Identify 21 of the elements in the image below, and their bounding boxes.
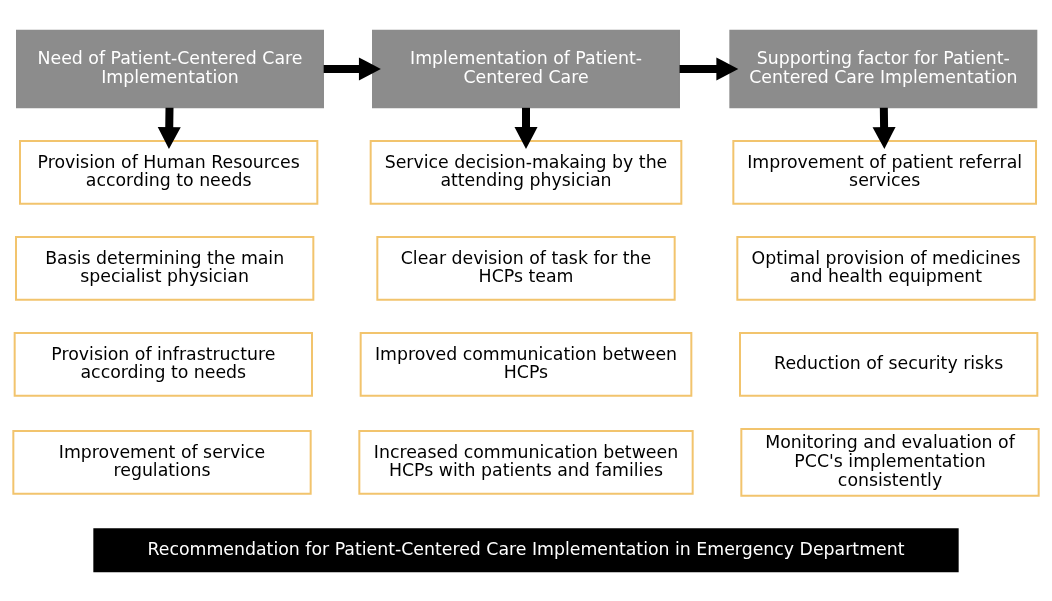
node-box: Improvement of patient referral services <box>732 139 1037 205</box>
node-box: Need of Patient-Centered Care Implementation <box>16 29 324 108</box>
node-box: Improved communication between HCPs <box>359 331 693 397</box>
arrow <box>514 107 538 149</box>
node-box: Reduction of security risks <box>739 331 1039 397</box>
node-box: Basis determining the main specialist physician <box>15 235 315 301</box>
arrow <box>679 56 739 80</box>
node-box: Provision of infrastructure according to needs <box>13 331 313 397</box>
arrow <box>872 107 896 149</box>
node-box: Monitoring and evaluation of PCC's implementation consistently <box>740 427 1040 497</box>
node-box: Recommendation for Patient-Centered Care Implementation in Emergency Department <box>93 527 959 572</box>
node-box: Implementation of Patient-Centered Care <box>372 29 680 108</box>
node-box: Provision of Human Resources according to needs <box>19 139 319 205</box>
node-box: Service decision-makaing by the attending physician <box>369 139 683 205</box>
arrow <box>323 56 381 80</box>
node-box: Optimal provision of medicines and health equipment <box>736 235 1036 301</box>
arrow <box>157 107 181 149</box>
node-box: Supporting factor for Patient-Centered Care Implementation <box>729 29 1038 108</box>
node-box: Clear devision of task for the HCPs team <box>376 235 676 301</box>
node-box: Increased communication between HCPs with patients and families <box>358 429 694 495</box>
node-box: Improvement of service regulations <box>12 429 312 495</box>
